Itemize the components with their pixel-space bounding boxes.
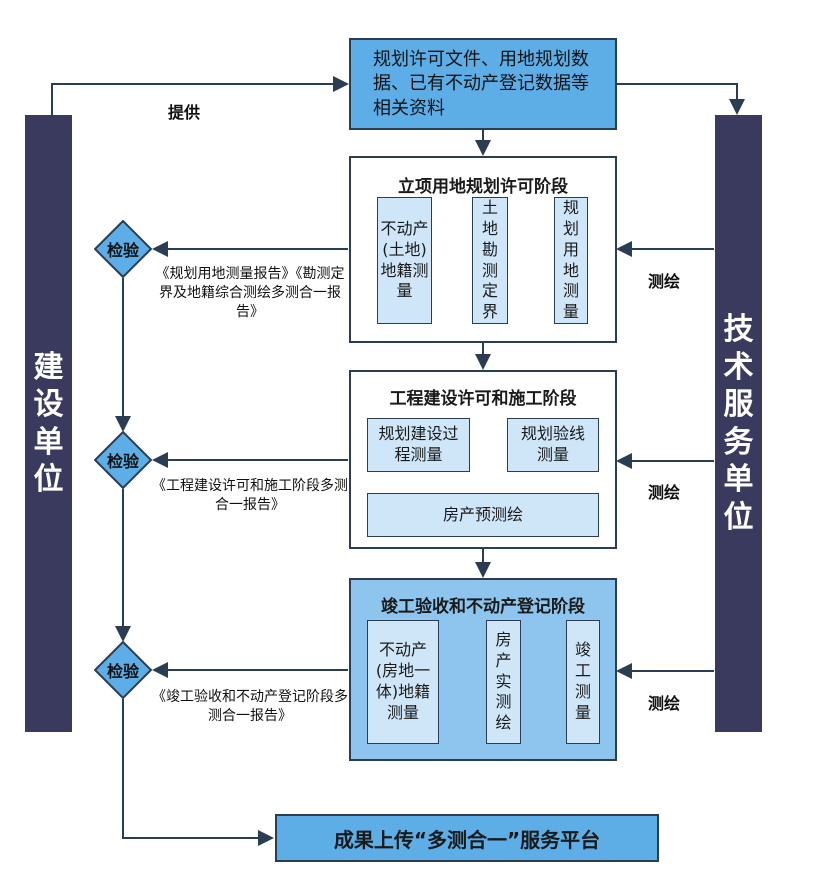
stage-1-item-label: 规划用地测量 bbox=[563, 198, 580, 322]
stage-1-item-label: 不动产(土地)地籍测量 bbox=[380, 218, 429, 301]
stage-2-item-label: 规划验线测量 bbox=[520, 424, 585, 464]
stage-2-item-process-survey: 规划建设过程测量 bbox=[367, 418, 470, 472]
stage-3-item-actual-survey: 房产实测绘 bbox=[486, 620, 521, 744]
stage-2-item-label: 房产预测绘 bbox=[442, 504, 523, 524]
report-note-3: 《竣工验收和不动产登记阶段多测合一报告》 bbox=[152, 689, 348, 724]
tech-service-unit-bar: 技术服务单位 bbox=[715, 115, 762, 732]
stage-1-item-planning-survey: 规划用地测量 bbox=[554, 197, 588, 324]
check-label-1: 检验 bbox=[106, 241, 139, 260]
stage-2-item-line-check: 规划验线测量 bbox=[507, 418, 599, 472]
survey-label-1: 测绘 bbox=[648, 272, 681, 291]
stage-3-item-integrated-cadastral: 不动产(房地一体)地籍测量 bbox=[367, 620, 439, 744]
output-arrow bbox=[122, 699, 274, 846]
stage-1-item-cadastral-survey: 不动产(土地)地籍测量 bbox=[377, 197, 432, 324]
check-diamond-2: 检验 bbox=[94, 431, 152, 489]
stage-3-item-label: 不动产(房地一体)地籍测量 bbox=[375, 640, 431, 722]
stage-3-item-label: 房产实测绘 bbox=[495, 630, 512, 733]
stage-1-item-label: 土地勘测定界 bbox=[482, 198, 499, 322]
report-note-1: 《规划用地测量报告》《勘测定界及地籍综合测绘多测合一报告》 bbox=[155, 266, 345, 320]
input-materials-label: 规划许可文件、用地规划数据、已有不动产登记数据等相关资料 bbox=[373, 49, 589, 119]
construction-unit-bar: 建设单位 bbox=[25, 115, 72, 732]
stage-2-item-label: 规划建设过程测量 bbox=[378, 424, 459, 464]
provide-arrow bbox=[51, 76, 349, 117]
check-label-3: 检验 bbox=[106, 662, 139, 681]
tech-service-unit-label: 技术服务单位 bbox=[723, 312, 754, 535]
stage-1-item-land-demarcation: 土地勘测定界 bbox=[472, 197, 508, 324]
construction-unit-label: 建设单位 bbox=[33, 349, 64, 498]
stage-3-title: 竣工验收和不动产登记阶段 bbox=[381, 597, 585, 617]
check-diamond-3: 检验 bbox=[94, 641, 152, 699]
check-label-2: 检验 bbox=[106, 452, 139, 471]
output-platform-label: 成果上传“多测合一”服务平台 bbox=[333, 827, 601, 852]
stage-2-item-pre-survey: 房产预测绘 bbox=[367, 493, 599, 537]
stage-3-item-label: 竣工测量 bbox=[575, 640, 592, 722]
survey-label-2: 测绘 bbox=[648, 483, 681, 502]
top-to-right-arrow bbox=[617, 83, 745, 115]
provide-label: 提供 bbox=[168, 103, 201, 122]
stage-3-item-completion-survey: 竣工测量 bbox=[566, 620, 600, 744]
check-diamond-1: 检验 bbox=[94, 220, 152, 278]
report-note-2: 《工程建设许可和施工阶段多测合一报告》 bbox=[152, 478, 348, 513]
output-platform-box: 成果上传“多测合一”服务平台 bbox=[275, 814, 659, 862]
input-materials-box: 规划许可文件、用地规划数据、已有不动产登记数据等相关资料 bbox=[349, 38, 617, 130]
survey-label-3: 测绘 bbox=[648, 694, 681, 713]
stage-1-title: 立项用地规划许可阶段 bbox=[398, 177, 568, 197]
stage-2-title: 工程建设许可和施工阶段 bbox=[389, 389, 577, 409]
